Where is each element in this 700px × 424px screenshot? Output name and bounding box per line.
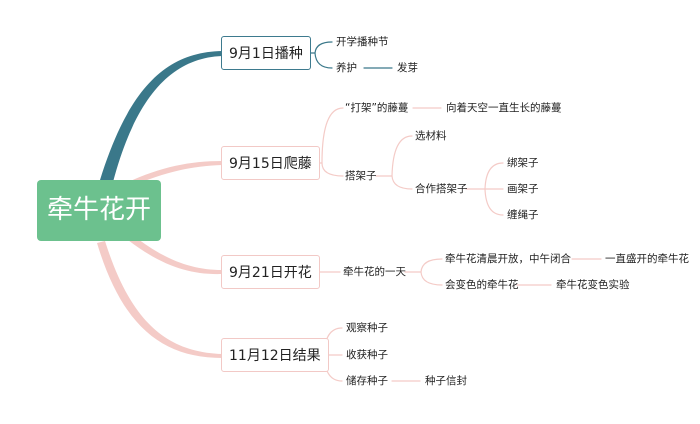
branch-link-flowering — [128, 236, 222, 275]
subtopic-building-frame[interactable]: 搭架子 — [345, 170, 377, 182]
topic-fruiting[interactable]: 11月12日结果 — [221, 338, 329, 372]
subtopic-fighting-vines[interactable]: “打架”的藤蔓 — [345, 102, 409, 114]
subtopic-day-of-morning-glory[interactable]: 牵牛花的一天 — [343, 266, 406, 278]
link-b2-c2-g1 — [391, 135, 413, 177]
subtopic-color-changing-morning-glory[interactable]: 会变色的牵牛花 — [445, 279, 519, 291]
link-b3-g1 — [420, 258, 443, 273]
subtopic-opens-morning-closes-noon[interactable]: 牵牛花清晨开放，中午闭合 — [445, 253, 571, 265]
topic-climbing[interactable]: 9月15日爬藤 — [221, 146, 320, 180]
branch-link-sowing — [100, 51, 222, 182]
subtopic-seed-envelope[interactable]: 种子信封 — [425, 375, 467, 387]
link-b2-g2-l1 — [484, 162, 504, 190]
subtopic-build-frame-together[interactable]: 合作搭架子 — [415, 183, 468, 195]
root-topic[interactable]: 牵牛花开 — [37, 180, 161, 241]
subtopic-choose-materials[interactable]: 选材料 — [415, 130, 447, 142]
subtopic-care[interactable]: 养护 — [336, 62, 357, 74]
link-b2-g2-l3 — [484, 188, 504, 216]
subtopic-wind-rope[interactable]: 缠绳子 — [507, 209, 539, 221]
subtopic-tie-frame[interactable]: 绑架子 — [507, 157, 539, 169]
subtopic-harvest-seeds[interactable]: 收获种子 — [346, 349, 388, 361]
link-b1-c1 — [314, 41, 333, 54]
link-b2-c2-g2 — [391, 175, 413, 190]
subtopic-draw-frame[interactable]: 画架子 — [507, 183, 539, 195]
subtopic-color-change-experiment[interactable]: 牵牛花变色实验 — [556, 279, 630, 291]
subtopic-store-seeds[interactable]: 储存种子 — [346, 375, 388, 387]
subtopic-vines-growing-skyward[interactable]: 向着天空一直生长的藤蔓 — [446, 102, 562, 114]
subtopic-always-blooming[interactable]: 一直盛开的牵牛花 — [605, 253, 689, 265]
subtopic-observe-seeds[interactable]: 观察种子 — [346, 322, 388, 334]
subtopic-sprouting[interactable]: 发芽 — [397, 62, 418, 74]
subtopic-school-sowing-festival[interactable]: 开学播种节 — [336, 36, 389, 48]
link-b1-c2 — [314, 52, 333, 69]
link-b2-c1 — [321, 107, 344, 164]
link-b3-g2 — [420, 271, 443, 286]
link-b2-c2 — [321, 162, 344, 177]
topic-sowing[interactable]: 9月1日播种 — [221, 36, 311, 70]
topic-flowering[interactable]: 9月21日开花 — [221, 255, 320, 289]
branch-link-fruiting — [97, 241, 222, 358]
